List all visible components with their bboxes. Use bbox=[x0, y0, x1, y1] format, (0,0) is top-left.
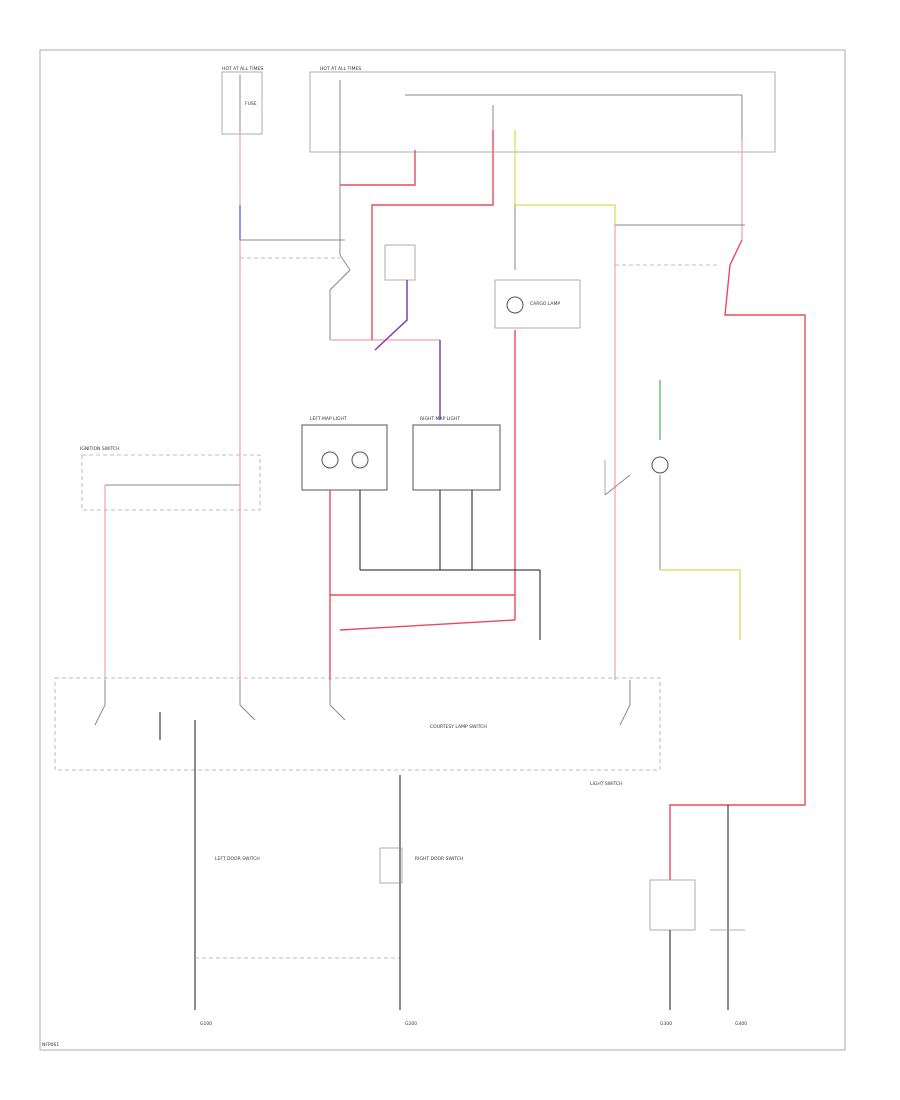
yellow-wire bbox=[514, 130, 616, 270]
svg-text:HOT AT ALL TIMES: HOT AT ALL TIMES bbox=[320, 66, 361, 72]
right-fuse-switch bbox=[614, 140, 806, 880]
fuse-label: FUSE bbox=[245, 101, 257, 107]
svg-text:CARGO LAMP: CARGO LAMP bbox=[530, 301, 560, 307]
ignition-switch-label: IGNITION SWITCH bbox=[80, 446, 120, 452]
fuse-block-left: HOT AT ALL TIMES bbox=[221, 66, 263, 135]
indicator-lamp bbox=[604, 380, 741, 640]
ground-label-3: G300 bbox=[660, 1021, 672, 1027]
lower-right-modules bbox=[649, 805, 745, 1010]
fuse-block-right: HOT AT ALL TIMES bbox=[309, 66, 776, 153]
cargo-lamp: CARGO LAMP bbox=[339, 279, 581, 631]
svg-text:COURTESY LAMP SWITCH: COURTESY LAMP SWITCH bbox=[430, 724, 487, 730]
diagram-code: NFP061 bbox=[42, 1042, 59, 1048]
svg-text:LEFT MAP LIGHT: LEFT MAP LIGHT bbox=[310, 416, 347, 422]
svg-text:RIGHT DOOR SWITCH: RIGHT DOOR SWITCH bbox=[415, 856, 463, 862]
ground-label-2: G200 bbox=[405, 1021, 417, 1027]
courtesy-switch-bar: COURTESY LAMP SWITCH LIGHT SWITCH bbox=[54, 677, 661, 880]
svg-text:RIGHT MAP LIGHT: RIGHT MAP LIGHT bbox=[420, 416, 460, 422]
purple-wire bbox=[374, 244, 441, 420]
left-main-wire bbox=[239, 132, 345, 680]
svg-text:HOT AT ALL TIMES: HOT AT ALL TIMES bbox=[222, 66, 263, 72]
left-connector bbox=[81, 454, 261, 680]
svg-text:LIGHT SWITCH: LIGHT SWITCH bbox=[590, 781, 623, 787]
lower-middle-switch: RIGHT DOOR SWITCH bbox=[379, 775, 463, 1010]
diagram-frame bbox=[39, 49, 846, 1051]
left-map-light: LEFT MAP LIGHT bbox=[301, 416, 388, 680]
ground-label-1: G100 bbox=[200, 1021, 212, 1027]
lower-left-switch: LEFT DOOR SWITCH bbox=[194, 780, 400, 1010]
svg-text:LEFT DOOR SWITCH: LEFT DOOR SWITCH bbox=[215, 856, 260, 862]
right-map-light: RIGHT MAP LIGHT bbox=[360, 416, 541, 640]
ground-label-4: G400 bbox=[735, 1021, 747, 1027]
map-light-feed bbox=[329, 130, 494, 341]
